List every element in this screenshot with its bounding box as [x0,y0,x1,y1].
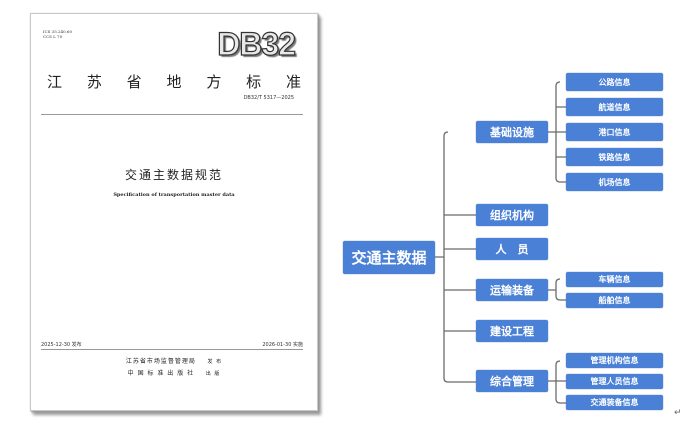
heading-char: 方 [206,73,222,91]
release-date: 2025-12-30 发布 [41,342,82,348]
divider [41,114,303,115]
root-node: 交通主数据 [343,241,435,274]
heading-char: 苏 [86,73,102,91]
publisher: 中 国 标 准 出 版 社 [127,370,195,377]
node-railway-info: 铁路信息 [566,148,663,166]
issuer-action: 发 布 [207,359,223,365]
node-transport-equipment: 运输装备 [476,279,548,301]
node-ship-info: 船舶信息 [566,293,663,308]
heading-char: 省 [126,73,142,91]
standard-title: 交通主数据规范 [124,168,223,182]
node-organization: 组织机构 [476,204,548,226]
node-mgmt-org-info: 管理机构信息 [566,353,663,368]
db32-logo: DB32 [217,25,297,62]
heading-char: 准 [285,73,301,91]
node-vehicle-info: 车辆信息 [566,272,663,287]
publisher-action: 出 版 [205,371,221,377]
node-personnel: 人 员 [476,238,548,260]
implement-date: 2026-01-30 实施 [262,342,303,348]
node-construction: 建设工程 [476,320,548,342]
province-standard-heading: 江 苏 省 地 方 标 准 [41,71,307,92]
heading-char: 地 [166,73,182,91]
divider [41,349,303,350]
issuer: 江苏省市场监督管理局 [125,358,196,365]
node-equipment-info: 交通装备信息 [566,395,663,410]
node-infrastructure: 基础设施 [476,121,548,143]
node-road-info: 公路信息 [566,73,663,91]
heading-char: 标 [246,73,262,91]
node-airport-info: 机场信息 [566,173,663,191]
standard-title-en: Specification of transportation master d… [113,192,235,198]
paragraph-mark-icon: ↵ [674,408,682,418]
node-waterway-info: 航道信息 [566,98,663,116]
standard-code: DB32/T 5317—2025 [243,95,294,101]
heading-char: 江 [47,73,63,91]
node-general-management: 综合管理 [476,370,548,392]
node-port-info: 港口信息 [566,123,663,141]
node-mgmt-personnel-info: 管理人员信息 [566,374,663,389]
publisher-block: 江苏省市场监督管理局 发 布 中 国 标 准 出 版 社 出 版 [31,356,317,380]
